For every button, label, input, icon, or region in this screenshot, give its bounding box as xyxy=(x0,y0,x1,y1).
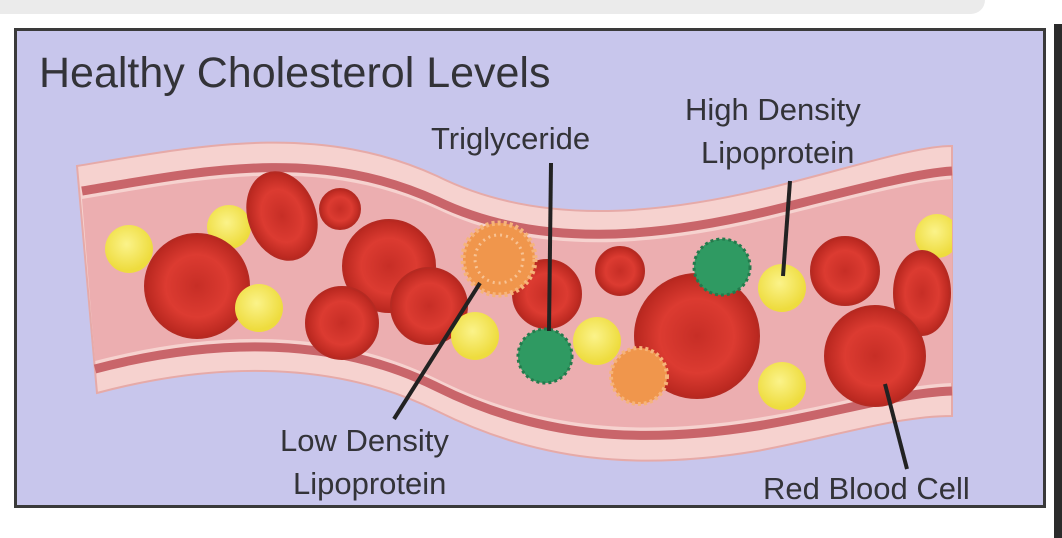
right-strip xyxy=(1054,24,1062,538)
ldl-label-line2: Lipoprotein xyxy=(293,466,446,501)
red-blood-cell xyxy=(824,305,926,407)
hdl-particle xyxy=(915,214,952,258)
red-blood-cell xyxy=(595,246,645,296)
red-blood-cell xyxy=(893,250,951,336)
hdl-particle xyxy=(235,284,283,332)
cholesterol-diagram: Healthy Cholesterol Levels Triglyceride … xyxy=(14,28,1046,508)
vessel-upper-stripe xyxy=(81,163,953,239)
ldl-particle xyxy=(609,346,669,406)
hdl-particle xyxy=(573,317,621,365)
hdl-particle xyxy=(105,225,153,273)
ldl-particle xyxy=(473,233,525,285)
hdl-particle xyxy=(758,264,806,312)
blood-cells xyxy=(105,171,952,410)
vessel-lower-stripe xyxy=(93,342,953,440)
hdl-particle xyxy=(758,362,806,410)
triglyceride-particle xyxy=(692,237,752,297)
diagram-title: Healthy Cholesterol Levels xyxy=(39,49,551,97)
hdl-label-line2: Lipoprotein xyxy=(701,135,854,170)
top-strip xyxy=(0,0,985,14)
rbc-label: Red Blood Cell xyxy=(763,471,970,505)
ldl-label-line1: Low Density xyxy=(280,423,449,458)
diagram-canvas: Healthy Cholesterol Levels Triglyceride … xyxy=(39,49,970,505)
rbc-pointer xyxy=(883,383,909,470)
triglyceride-pointer xyxy=(547,162,553,332)
red-blood-cell xyxy=(810,236,880,306)
red-blood-cell xyxy=(144,233,250,339)
red-blood-cell xyxy=(305,286,379,360)
hdl-particle xyxy=(451,312,499,360)
hdl-pointer xyxy=(781,180,792,277)
triglyceride-particle xyxy=(516,327,574,385)
ldl-pointer xyxy=(392,281,482,421)
hdl-label-line1: High Density xyxy=(685,92,861,127)
red-blood-cell xyxy=(246,171,318,261)
triglyceride-label: Triglyceride xyxy=(431,121,590,156)
red-blood-cell xyxy=(319,188,361,230)
